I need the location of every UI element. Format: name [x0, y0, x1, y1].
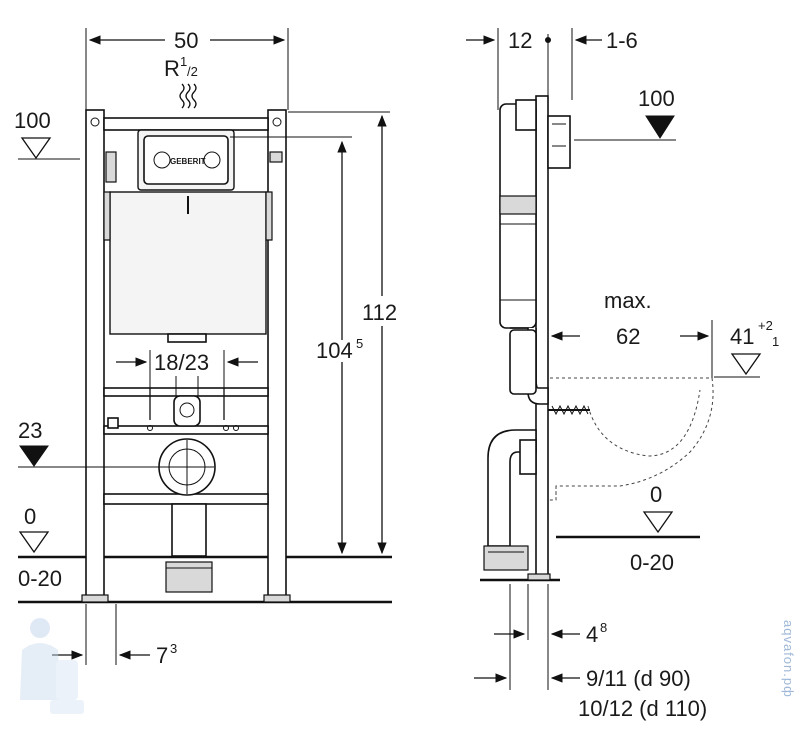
side-frame-column: [535, 95, 549, 581]
side-level-floor-label: 0: [650, 482, 662, 507]
foot-offset-label: 7: [156, 643, 168, 668]
side-floor-range-label: 0-20: [630, 550, 674, 575]
bowl-height-label: 41: [730, 324, 754, 349]
bowl-tol-plus: +2: [758, 318, 773, 333]
side-cistern: [499, 103, 537, 329]
connection-label-sub: /2: [187, 64, 198, 79]
connection-label-sup: 1: [180, 54, 187, 69]
pipe-d90-label: 9/11 (d 90): [586, 666, 691, 691]
brand-label: GEBERIT: [170, 157, 206, 166]
pipe-offset-sup: 8: [600, 620, 607, 635]
level-top-label: 100: [14, 108, 51, 133]
bowl-tol-minus: 1: [772, 334, 779, 349]
side-level-marker-icon: [645, 115, 675, 139]
height-total-label: 112: [362, 300, 397, 325]
site-watermark: aqvafon.рф: [781, 620, 796, 698]
adjust-label: 1-6: [606, 28, 638, 53]
left-upright: [85, 109, 105, 601]
level-marker-solid-icon: [19, 445, 49, 467]
side-flush-plate: [547, 115, 571, 169]
pipe-offset-label: 4: [586, 622, 598, 647]
plumber-logo-icon: [20, 618, 84, 714]
foot-offset-sup: 3: [170, 641, 177, 656]
max-label: max.: [604, 288, 652, 313]
toilet-bowl-outline: [548, 377, 714, 501]
level-marker-open-icon: [20, 137, 52, 160]
right-upright: [267, 109, 287, 601]
level-drain-label: 23: [18, 418, 42, 443]
depth-label: 12: [508, 28, 532, 53]
level-floor-label: 0: [24, 504, 36, 529]
floor-range-label: 0-20: [18, 566, 62, 591]
front-view: GEBERIT 50: [14, 28, 397, 668]
bolt-spacing-label: 18/23: [154, 350, 209, 375]
side-view: 12 1-6 100 max. 62 41 +2 1 0 0-20 4 8 9/…: [466, 28, 779, 721]
water-supply-icon: [179, 83, 197, 109]
bowl-level-marker-icon: [730, 353, 762, 376]
pipe-d110-label: 10/12 (d 110): [578, 696, 707, 721]
height-flush-sup: 5: [356, 336, 363, 351]
side-level-top-label: 100: [638, 86, 675, 111]
level-floor-marker-icon: [18, 531, 50, 554]
side-floor-marker-icon: [642, 511, 674, 534]
connection-label: R: [164, 56, 180, 81]
height-flush-label: 104: [316, 338, 353, 363]
projection-label: 62: [616, 324, 640, 349]
width-label: 50: [174, 28, 198, 53]
